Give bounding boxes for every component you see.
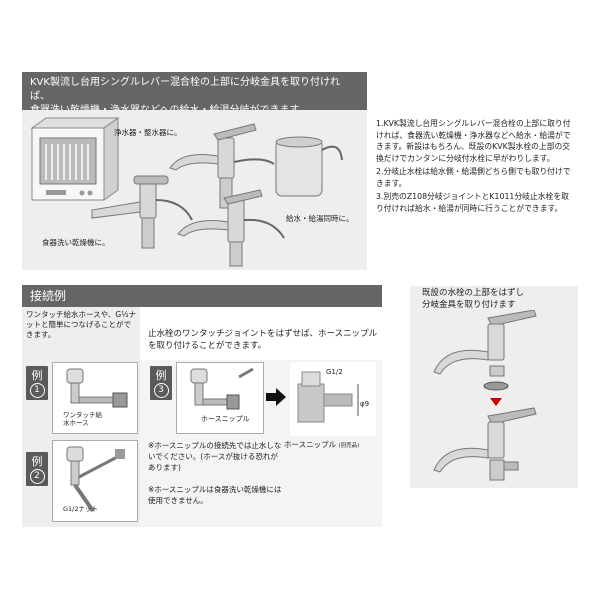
example-3-box: ホースニップル xyxy=(176,362,264,434)
example-1-box: ワンタッチ給水ホース xyxy=(52,362,138,434)
right-panel-line2: 分岐金具を取り付けます xyxy=(422,300,516,310)
phi-label: φ9 xyxy=(360,400,370,408)
feature-list: 1.KVK製流し台用シングルレバー混合栓の上部に取り付ければ、食器洗い乾燥機・浄… xyxy=(376,118,576,216)
feature-item: 1.KVK製流し台用シングルレバー混合栓の上部に取り付ければ、食器洗い乾燥機・浄… xyxy=(376,119,571,163)
top-banner: KVK製流し台用シングルレバー混合栓の上部に分岐金具を取り付ければ、 食器洗い乾… xyxy=(22,72,367,116)
faucet-icon-hot-cold xyxy=(177,189,285,267)
faucet-lower-icon xyxy=(433,407,537,481)
example-2-badge: 例 2 xyxy=(26,452,48,486)
hose-nipple-product: G1/2 φ9 xyxy=(290,362,376,436)
top-banner-line1: KVK製流し台用シングルレバー混合栓の上部に分岐金具を取り付ければ、 xyxy=(30,77,340,102)
faucet-upper-icon xyxy=(433,310,537,377)
g-half-nut-icon xyxy=(66,446,125,513)
g-label: G1/2 xyxy=(326,368,343,376)
ex3-note: 止水栓のワンタッチジョイントをはずせば、ホースニップルを取り付けることができます… xyxy=(148,329,378,351)
one-touch-hose-icon xyxy=(66,368,128,408)
note-2: ※ホースニップルは食器洗い乾燥機には使用できません。 xyxy=(148,485,282,505)
feature-item: 3.別売のZ108分岐ジョイントとK1011分岐止水栓を取り付ければ給水・給湯が… xyxy=(376,192,569,213)
ex1-label: ワンタッチ給水ホース xyxy=(63,411,102,427)
faucet-replace-illustration xyxy=(433,310,537,481)
nipple-caption: ホースニップル (別売品) xyxy=(284,440,360,449)
down-arrow-icon xyxy=(490,398,502,406)
label-dishwasher: 食器洗い乾燥機に。 xyxy=(42,238,110,247)
feature-item: 2.分岐止水栓は給水側・給湯側どちら側でも取り付けできます。 xyxy=(376,167,571,188)
hose-nipple-install-icon xyxy=(190,367,254,410)
example-3-badge: 例 3 xyxy=(150,366,172,400)
note-1: ※ホースニップルの接続先では止水しないでください。(ホースが抜ける恐れがあります… xyxy=(148,441,282,472)
ex1-note: ワンタッチ給水ホースや、G½ナットと簡単につなげることができます。 xyxy=(26,310,136,339)
example-1-badge: 例 1 xyxy=(26,366,48,400)
hose-nipple-icon xyxy=(297,371,359,423)
label-hot-cold: 給水・給湯同時に。 xyxy=(286,214,354,223)
faucet-illustration xyxy=(30,117,343,267)
faucet-icon-dishwasher xyxy=(91,175,193,249)
right-panel-line1: 既設の水栓の上部をはずし xyxy=(422,288,525,298)
example-2-box: G1/2ナット xyxy=(52,440,138,522)
right-panel: 既設の水栓の上部をはずし 分岐金具を取り付けます xyxy=(410,286,578,488)
water-purifier-icon xyxy=(275,136,343,197)
dishwasher-icon xyxy=(30,117,120,201)
ex2-label: G1/2ナット xyxy=(63,505,98,513)
connection-header: 接続例 xyxy=(22,285,382,307)
label-purifier: 浄水器・整水器に。 xyxy=(114,128,182,137)
right-arrow-icon xyxy=(266,388,286,410)
ex3-label: ホースニップル xyxy=(201,415,250,423)
connection-title: 接続例 xyxy=(30,289,67,303)
top-illustration-panel: 浄水器・整水器に。 給水・給湯同時に。 食器洗い乾燥機に。 xyxy=(22,110,367,270)
